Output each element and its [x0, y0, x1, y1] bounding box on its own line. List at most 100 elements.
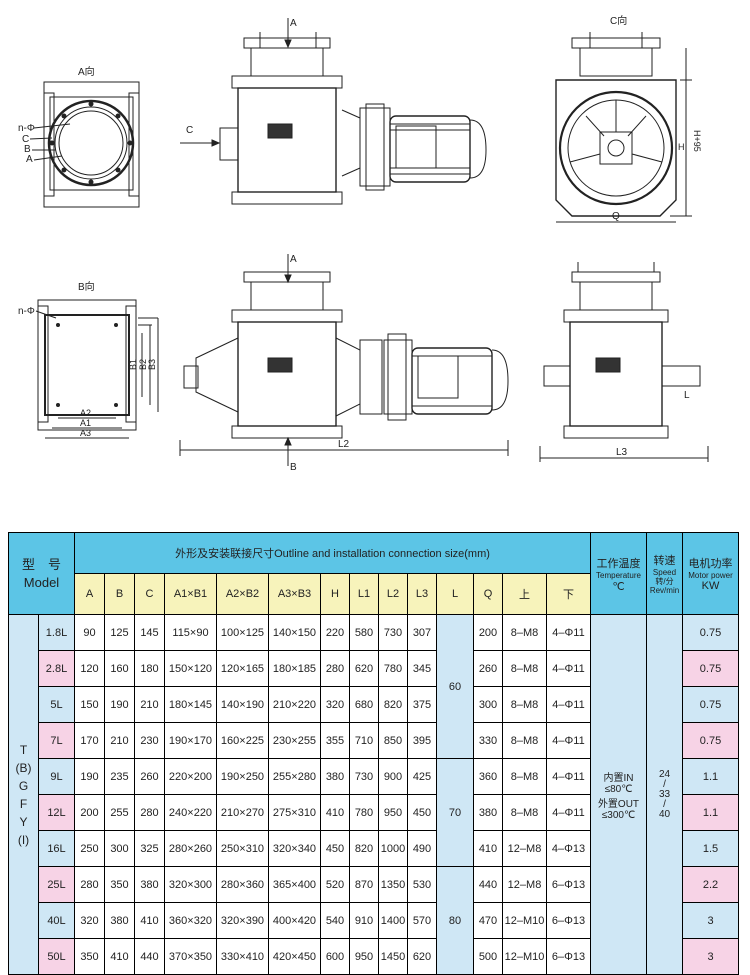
cell-l3: 450 [407, 794, 437, 831]
view-a-flange: A向 n-Φ C B A [18, 65, 140, 208]
cell-a2b2: 140×190 [216, 686, 269, 723]
column-header: L [436, 573, 474, 615]
cell-up: 8–M8 [502, 722, 547, 759]
model-cell: 2.8L [38, 650, 75, 687]
cell-l3: 395 [407, 722, 437, 759]
cell-b: 300 [104, 830, 135, 867]
model-cell: 16L [38, 830, 75, 867]
power-cell: 2.2 [682, 866, 739, 903]
cell-l2: 850 [378, 722, 408, 759]
outline-header: 外形及安装联接尺寸Outline and installation connec… [74, 532, 591, 574]
cell-l1: 710 [349, 722, 379, 759]
cell-q: 200 [473, 614, 503, 651]
column-header: 下 [546, 573, 591, 615]
side-view-motor: A B L2 [179, 254, 509, 473]
cell-l1: 580 [349, 614, 379, 651]
column-header: L3 [407, 573, 437, 615]
cell-b: 380 [104, 902, 135, 939]
arrow-a-label: A [290, 18, 297, 29]
cell-c: 230 [134, 722, 165, 759]
cell-l3: 530 [407, 866, 437, 903]
cell-q: 470 [473, 902, 503, 939]
cell-l3: 307 [407, 614, 437, 651]
column-header: L1 [349, 573, 379, 615]
temperature-header-unit: ℃ [612, 580, 625, 593]
arrow-a-label-2: A [290, 254, 297, 265]
cell-a: 90 [74, 614, 105, 651]
cell-b: 160 [104, 650, 135, 687]
cell-a2b2: 250×310 [216, 830, 269, 867]
cell-a: 190 [74, 758, 105, 795]
column-header: Q [473, 573, 503, 615]
cell-l2: 1400 [378, 902, 408, 939]
cell-l3: 375 [407, 686, 437, 723]
cell-h: 520 [320, 866, 350, 903]
cell-down: 4–Φ11 [546, 722, 591, 759]
cell-l1: 620 [349, 650, 379, 687]
cell-up: 12–M10 [502, 902, 547, 939]
cell-l1: 870 [349, 866, 379, 903]
cell-a2b2: 320×390 [216, 902, 269, 939]
label-l3: L3 [616, 447, 628, 458]
temperature-header-en: Temperature [596, 570, 641, 580]
cell-q: 410 [473, 830, 503, 867]
model-cell: 40L [38, 902, 75, 939]
cell-h: 380 [320, 758, 350, 795]
cell-a: 250 [74, 830, 105, 867]
cell-down: 4–Φ11 [546, 794, 591, 831]
view-c-title: C向 [610, 14, 627, 27]
cell-a3b3: 255×280 [268, 758, 321, 795]
cell-up: 8–M8 [502, 650, 547, 687]
cell-a: 200 [74, 794, 105, 831]
cell-h: 220 [320, 614, 350, 651]
model-cell: 1.8L [38, 614, 75, 651]
cell-c: 440 [134, 938, 165, 975]
column-header: A3×B3 [268, 573, 321, 615]
cell-l1: 680 [349, 686, 379, 723]
cell-l3: 425 [407, 758, 437, 795]
cell-a1b1: 280×260 [164, 830, 217, 867]
cell-l1: 730 [349, 758, 379, 795]
speed-header: 转速 Speed 转/分 Rev/min [646, 532, 683, 615]
cell-b: 255 [104, 794, 135, 831]
specification-table: 型 号 Model 外形及安装联接尺寸Outline and installat… [8, 532, 739, 975]
cell-a1b1: 240×220 [164, 794, 217, 831]
cell-h: 320 [320, 686, 350, 723]
cell-a3b3: 365×400 [268, 866, 321, 903]
cell-l2: 820 [378, 686, 408, 723]
model-header: 型 号 Model [8, 532, 75, 615]
cell-a2b2: 160×225 [216, 722, 269, 759]
column-header: H [320, 573, 350, 615]
cell-q: 500 [473, 938, 503, 975]
cell-up: 12–M10 [502, 938, 547, 975]
cell-c: 280 [134, 794, 165, 831]
cell-l3: 490 [407, 830, 437, 867]
label-a3: A3 [80, 428, 91, 438]
cell-a3b3: 140×150 [268, 614, 321, 651]
column-header: B [104, 573, 135, 615]
cell-h: 450 [320, 830, 350, 867]
cell-c: 380 [134, 866, 165, 903]
l-group-cell: 70 [436, 758, 474, 867]
front-view-motor: A C [180, 18, 487, 205]
view-b-title: B向 [78, 280, 95, 293]
model-prefix: T (B) G F Y (I) [8, 614, 39, 975]
column-header: A [74, 573, 105, 615]
cell-a3b3: 420×450 [268, 938, 321, 975]
cell-a1b1: 220×200 [164, 758, 217, 795]
cell-q: 360 [473, 758, 503, 795]
cell-a1b1: 370×350 [164, 938, 217, 975]
cell-c: 210 [134, 686, 165, 723]
cell-b: 125 [104, 614, 135, 651]
model-cell: 50L [38, 938, 75, 975]
cell-l2: 1450 [378, 938, 408, 975]
label-c-a: C [22, 134, 29, 145]
cell-h: 600 [320, 938, 350, 975]
label-b1: B1 [128, 359, 138, 370]
cell-b: 190 [104, 686, 135, 723]
label-l2: L2 [338, 439, 350, 450]
